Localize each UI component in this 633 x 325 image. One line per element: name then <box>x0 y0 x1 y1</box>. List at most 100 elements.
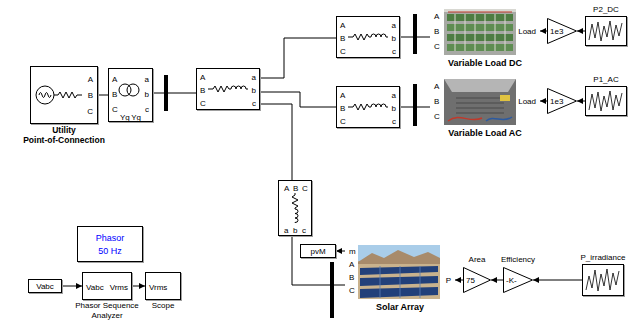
port-label: A <box>200 73 205 82</box>
line-impedance-block: ABCabc <box>278 180 312 236</box>
gain-triangle <box>464 268 491 293</box>
signal-line <box>491 280 503 281</box>
signal-line <box>533 280 582 281</box>
port-label: B <box>293 184 298 193</box>
port-label: C <box>87 107 93 116</box>
port-label: b <box>293 226 297 235</box>
port-label: c <box>252 99 256 108</box>
port-label: C <box>340 117 346 126</box>
power-line <box>292 236 345 285</box>
powergui-block: Phasor 50 Hz <box>77 226 143 262</box>
rl-branch-symbol <box>208 34 388 223</box>
solar-array-photo <box>358 245 440 299</box>
port-label: a <box>145 75 149 84</box>
block-label: Efficiency <box>493 255 543 265</box>
port-label: Vrms <box>110 283 128 292</box>
block-label: Variable Load AC <box>425 128 545 138</box>
port-label: b <box>392 104 396 113</box>
block-label: Area <box>457 255 497 265</box>
port-label: Load <box>517 97 537 106</box>
port-label: B <box>112 90 117 99</box>
port-label: A <box>340 91 345 100</box>
port-label: Yg <box>131 113 141 122</box>
power-line <box>260 38 336 78</box>
port-label: P <box>445 276 452 285</box>
solver-setting: 50 Hz <box>98 247 122 256</box>
port-label: Load <box>517 27 537 36</box>
signal-line <box>577 101 585 102</box>
signal-line <box>455 280 463 281</box>
port-label: c <box>302 226 306 235</box>
port-label: B <box>433 97 440 106</box>
port-label: A <box>88 75 93 84</box>
ac-source-symbol <box>36 86 82 104</box>
variable-load-block: ABCLoadVariable Load AC <box>430 78 540 126</box>
ac-load-photo <box>444 79 516 125</box>
port-label: Vabc <box>86 283 104 292</box>
gain-block: 1e3 <box>547 88 577 114</box>
solver-setting: Phasor <box>96 234 125 243</box>
port-label: C <box>302 184 308 193</box>
block-label: Variable Load DC <box>425 58 545 68</box>
gain-triangle <box>548 89 577 114</box>
power-line <box>260 92 336 107</box>
port-label: C <box>433 112 441 121</box>
workspace-source-block: P2_DC <box>585 16 627 46</box>
power-line <box>400 37 430 38</box>
workspace-source-block: P_irradiance <box>582 264 624 296</box>
port-label: a <box>392 21 396 30</box>
goto-tag: pvM <box>300 244 336 258</box>
block-label: Utility Point-of-Connection <box>12 125 116 145</box>
port-label: C <box>340 47 346 56</box>
port-label: C <box>433 42 441 51</box>
port-label: C <box>348 286 356 295</box>
tag-name: Vabc <box>36 282 54 291</box>
block-label: P2_DC <box>576 5 633 15</box>
tag-name: pvM <box>310 247 325 256</box>
port-label: a <box>284 226 288 235</box>
port-label: Vrms <box>149 283 167 292</box>
gain-block: 75Area <box>463 267 491 293</box>
port-label: B <box>340 34 345 43</box>
port-label: a <box>252 73 256 82</box>
signal-line <box>132 286 145 287</box>
port-label: m <box>348 247 357 256</box>
block-label: P1_AC <box>576 75 633 85</box>
port-label: C <box>200 99 206 108</box>
gain-value: 1e3 <box>550 27 563 36</box>
port-label: b <box>392 34 396 43</box>
port-label: a <box>392 91 396 100</box>
signal-line <box>540 101 547 102</box>
port-label: A <box>433 82 440 91</box>
solar-array-block: mABCPSolar Array <box>345 244 455 300</box>
utility-source-block: ABCUtility Point-of-Connection <box>30 66 98 124</box>
port-label: Yg <box>120 113 130 122</box>
port-label: B <box>433 27 440 36</box>
workspace-signal-icon <box>586 21 622 291</box>
port-label: B <box>340 104 345 113</box>
block-label: P_irradiance <box>573 253 633 263</box>
port-label: A <box>348 260 355 269</box>
power-line <box>260 104 292 180</box>
gain-block: 1e3 <box>547 18 577 44</box>
dc-load-photo <box>444 9 516 55</box>
sequence-analyzer-block: VabcVrmsPhasor Sequence Analyzer <box>82 272 132 300</box>
from-tag: Vabc <box>28 279 62 293</box>
workspace-source-block: P1_AC <box>585 86 627 116</box>
line-impedance-block: ABCabc <box>336 86 400 128</box>
gain-value: 1e3 <box>550 97 563 106</box>
port-label: c <box>392 117 396 126</box>
power-line <box>98 95 108 96</box>
block-label: Phasor Sequence Analyzer <box>72 301 142 321</box>
port-label: c <box>145 105 149 114</box>
gain-triangle <box>504 268 533 293</box>
port-label: B <box>200 86 205 95</box>
gain-value: 75 <box>466 276 475 285</box>
port-label: A <box>433 12 440 21</box>
transformer-symbol <box>119 84 139 96</box>
gain-block: -K-Efficiency <box>503 267 533 293</box>
signal-line <box>577 31 585 32</box>
power-line <box>153 93 196 94</box>
